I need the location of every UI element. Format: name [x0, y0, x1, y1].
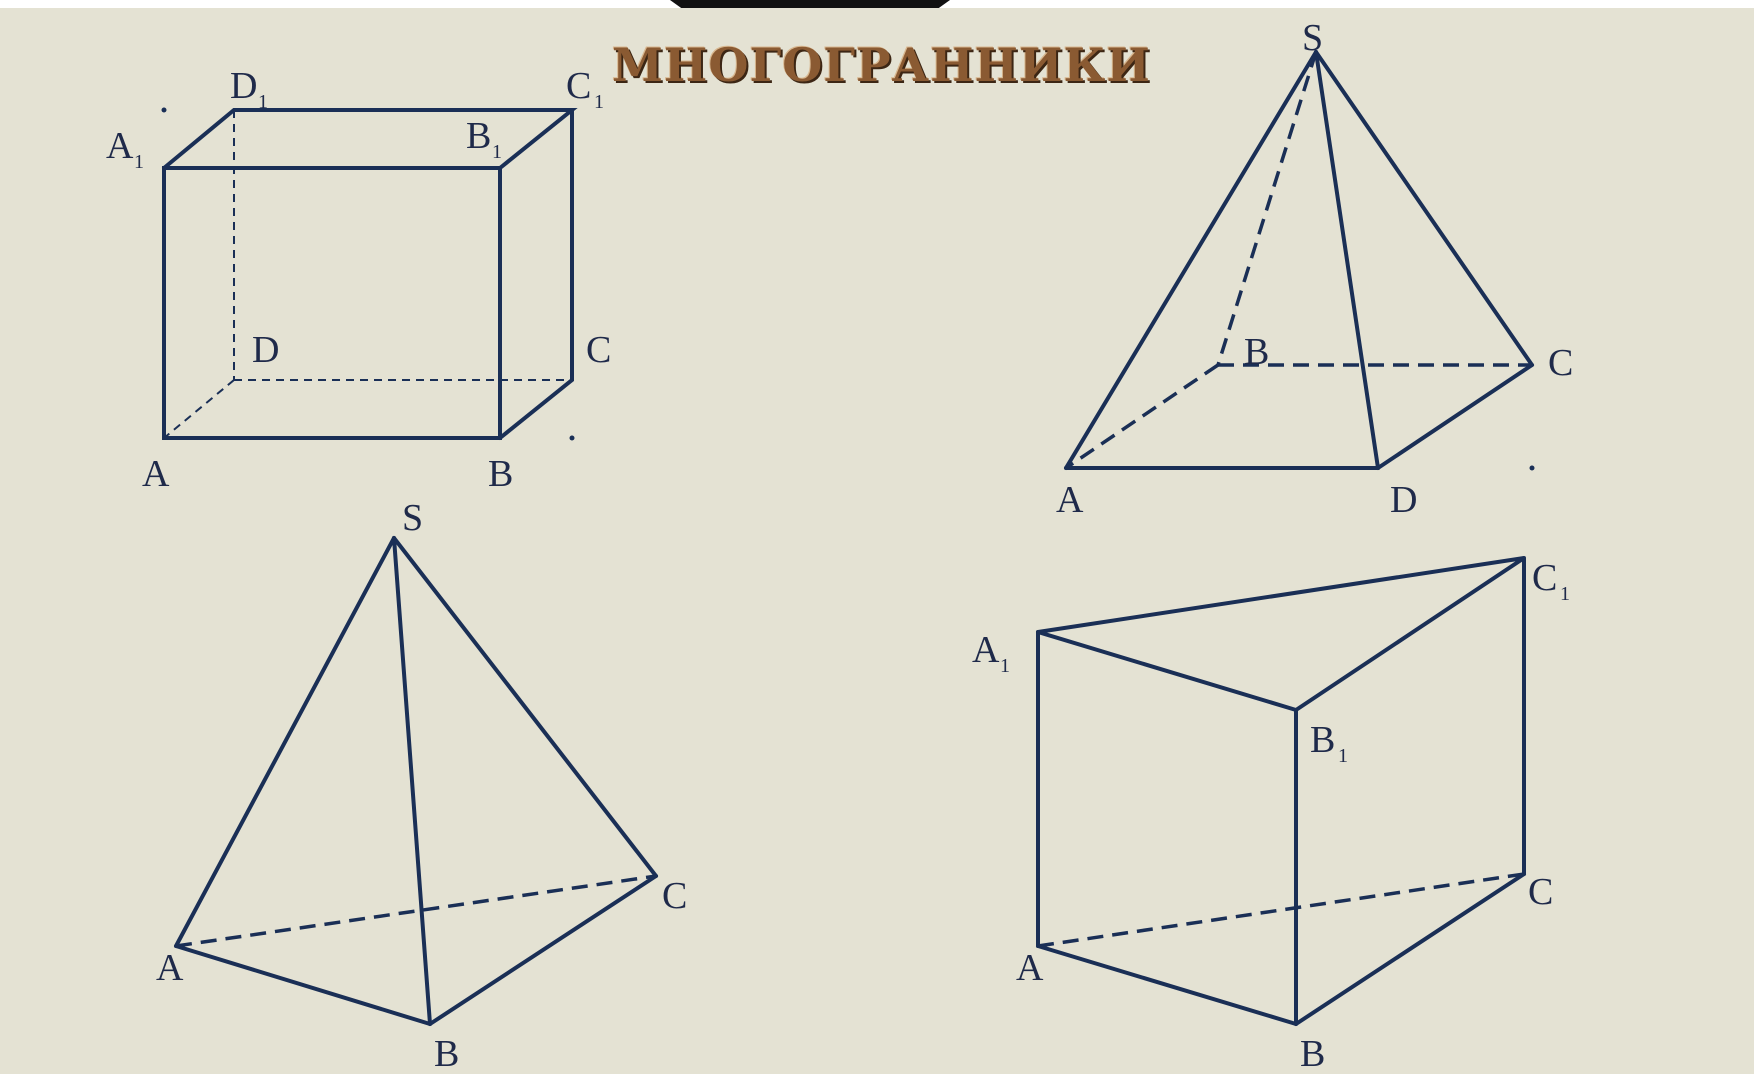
prism-label-b1: B [1310, 719, 1335, 761]
box-front-face [162, 166, 502, 440]
prism-label-a1-sub: 1 [1000, 655, 1010, 677]
box-label-d1-sub: 1 [258, 91, 268, 113]
prism-edge-ab [1036, 944, 1298, 1026]
prism-label-c1: C [1532, 557, 1557, 599]
prism-top-face [1036, 556, 1526, 713]
tetra-edge-sc [392, 536, 658, 878]
prism-figure: A B C A 1 B 1 C 1 [972, 556, 1570, 1074]
pyramid-edge-sc [1314, 50, 1534, 367]
prism-label-c: C [1528, 871, 1553, 913]
box-top-face-edges [162, 108, 578, 170]
box-label-b1-sub: 1 [492, 141, 502, 163]
prism-hidden-edge-ac [1037, 872, 1525, 948]
pyramid-hidden-edge-ab [1065, 363, 1219, 470]
prism-label-c1-sub: 1 [1560, 583, 1570, 605]
pyramid-edge-dc [1376, 363, 1534, 470]
pyramid-edge-sa [1064, 50, 1318, 470]
prism-label-b: B [1300, 1033, 1325, 1074]
box-label-a1-sub: 1 [134, 151, 144, 173]
box-label-c1-sub: 1 [594, 91, 604, 113]
box-hidden-edge-ad [163, 379, 235, 439]
pyramid-label-d: D [1390, 479, 1417, 521]
box-label-b: B [488, 453, 513, 495]
tetra-edge-sa [174, 536, 396, 948]
tetra-label-b: B [434, 1033, 459, 1074]
slide-title: МНОГОГРАННИКИ [612, 38, 1151, 92]
stray-dot [569, 435, 575, 441]
tetra-label-c: C [662, 875, 687, 917]
pyramid-edge-sd [1314, 50, 1380, 470]
box-label-c1: C [566, 65, 591, 107]
square-pyramid-figure: S A B C D [1056, 17, 1573, 521]
tetra-label-s: S [402, 497, 423, 539]
stray-dot [1529, 465, 1535, 471]
prism-label-a1: A [972, 629, 1000, 671]
pyramid-label-c: C [1548, 342, 1573, 384]
pyramid-label-a: A [1056, 479, 1084, 521]
box-label-a: A [142, 453, 170, 495]
pyramid-hidden-edge-sb [1216, 51, 1318, 366]
tetrahedron-figure: S A B C [156, 497, 687, 1074]
top-strip-fragment [670, 0, 950, 8]
pyramid-label-s: S [1302, 17, 1323, 59]
tetra-edge-sb [392, 536, 432, 1026]
prism-edge-bc [1294, 872, 1526, 1026]
tetra-hidden-edge-ac [175, 874, 657, 948]
prism-label-a: A [1016, 947, 1044, 989]
box-label-d1: D [230, 65, 257, 107]
stray-dot [161, 107, 167, 113]
tetra-edge-bc [428, 874, 658, 1026]
box-label-c: C [586, 329, 611, 371]
pyramid-label-b: B [1244, 331, 1269, 373]
tetra-label-a: A [156, 947, 184, 989]
box-label-d: D [252, 329, 279, 371]
box-label-b1: B [466, 115, 491, 157]
box-label-a1: A [106, 125, 134, 167]
box-figure: A B C D A 1 B 1 C 1 D 1 [106, 65, 611, 495]
prism-label-b1-sub: 1 [1338, 745, 1348, 767]
tetra-edge-ab [174, 944, 432, 1026]
